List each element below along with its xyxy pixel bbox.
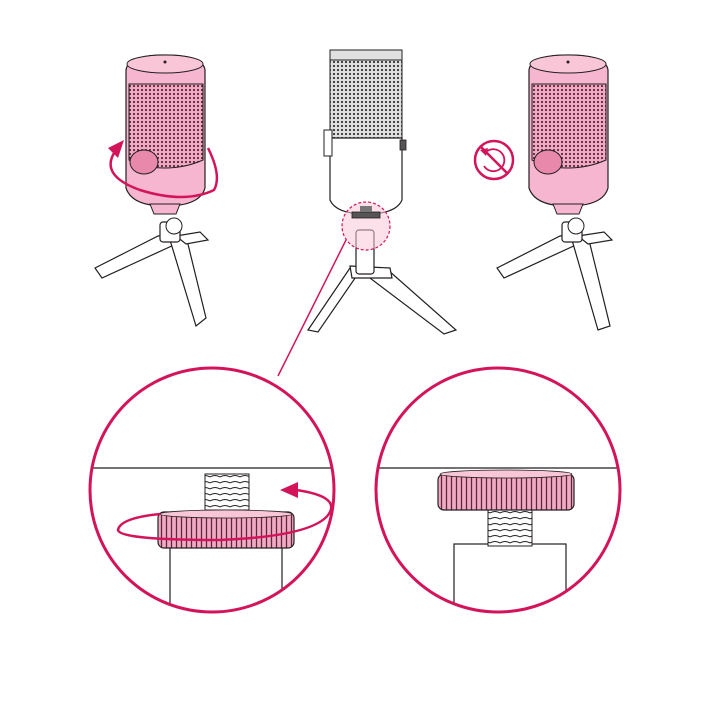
- upright-mic-panel: [278, 50, 456, 376]
- tightened-thumbwheel-detail: [370, 368, 640, 624]
- microphone-right: [529, 55, 608, 234]
- tripod-stand-right: [497, 222, 612, 330]
- no-rotate-icon: [475, 141, 513, 179]
- microphone-middle: [324, 50, 406, 214]
- no-rotate-mic-panel: [475, 55, 612, 330]
- rotate-mic-panel: [95, 55, 217, 326]
- microphone-left: [126, 55, 205, 234]
- zoom-callout-icon: [278, 202, 390, 376]
- tripod-stand-middle: [308, 230, 456, 334]
- tripod-stand-left: [95, 222, 208, 326]
- loosen-thumbwheel-detail: [80, 368, 350, 626]
